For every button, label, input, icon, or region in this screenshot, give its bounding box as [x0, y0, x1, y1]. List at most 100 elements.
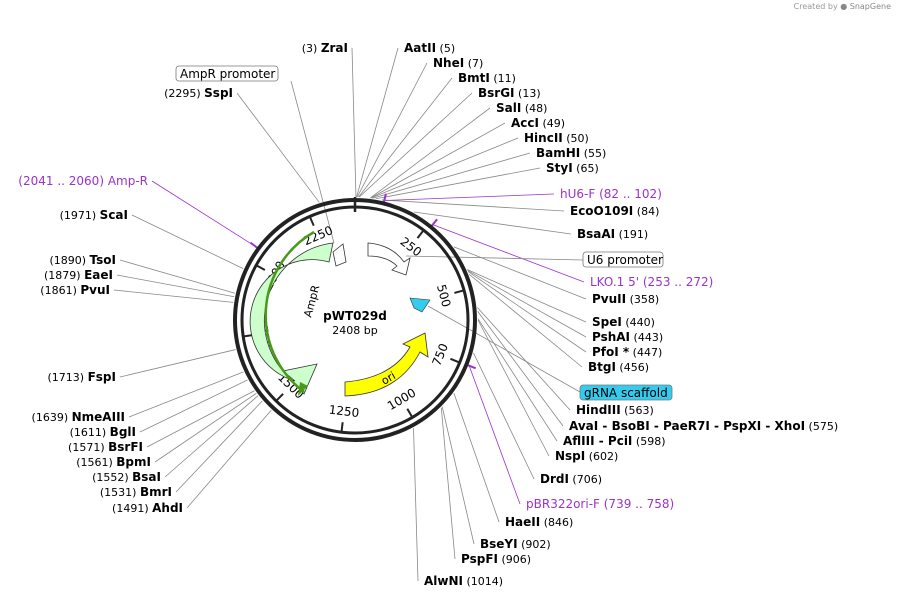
leader-line [473, 352, 535, 480]
ampr-promoter-arrow[interactable] [332, 243, 347, 267]
primer-lko1-5[interactable]: LKO.1 5' (253 .. 272) [590, 275, 713, 289]
enzyme-label-bgli[interactable]: (1611) BglI [70, 425, 136, 439]
leader-line [413, 211, 572, 235]
enzyme-label-bsaai[interactable]: BsaAI (191) [577, 227, 648, 241]
leader-line [381, 199, 565, 212]
enzyme-label-hindiii[interactable]: HindIII (563) [576, 403, 654, 417]
leader-line [468, 365, 521, 505]
ampr-promoter-box[interactable]: AmpR promoter [175, 65, 279, 82]
enzyme-label-ahdi[interactable]: (1491) AhdI [112, 501, 183, 515]
enzyme-label-spei[interactable]: SpeI (440) [592, 315, 655, 329]
leader-line [154, 393, 257, 463]
leader-line [453, 246, 587, 300]
leader-line [370, 122, 506, 199]
tick-mark [255, 264, 266, 271]
plasmid-name: pWT029d [323, 309, 387, 323]
enzyme-label-bsai[interactable]: (1552) BsaI [92, 470, 161, 484]
leader-line [477, 307, 571, 411]
enzyme-label-styi[interactable]: StyI (65) [546, 161, 599, 175]
ampr-green-track [264, 230, 315, 393]
primer-hu6-f[interactable]: hU6-F (82 .. 102) [560, 187, 662, 201]
leader-line [432, 224, 585, 283]
enzyme-label-btgi[interactable]: BtgI (456) [588, 360, 649, 374]
leader-line [128, 371, 244, 418]
ampr-feature-arrow[interactable] [249, 242, 334, 395]
primer-amp-r[interactable]: (2041 .. 2060) Amp-R [18, 174, 148, 188]
enzyme-label-zrai[interactable]: (3) ZraI [302, 41, 348, 55]
tick-mark [308, 216, 315, 227]
leader-line [427, 305, 581, 393]
leader-line [119, 259, 236, 294]
leader-line [468, 273, 583, 368]
svg-text:U6 promoter: U6 promoter [587, 253, 663, 267]
enzyme-label-acci[interactable]: AccI (49) [511, 116, 565, 130]
leader-line [375, 167, 541, 200]
leader-line [151, 180, 257, 248]
enzyme-label-tsoi[interactable]: (1890) TsoI [49, 253, 116, 267]
enzyme-label-bsrfi[interactable]: (1571) BsrFI [68, 440, 143, 454]
leader-line [131, 214, 244, 270]
enzyme-label-sspi[interactable]: (2295) SspI [164, 86, 233, 100]
enzyme-label-aatii[interactable]: AatII (5) [404, 41, 455, 55]
ampr-label: AmpR [301, 283, 322, 318]
enzyme-label-haeii[interactable]: HaeII (846) [505, 515, 573, 529]
enzyme-label-avai[interactable]: AvaI - BsoBI - PaeR7I - PspXI - XhoI (57… [569, 419, 838, 433]
enzyme-label-nmeaiii[interactable]: (1639) NmeAIII [32, 410, 125, 424]
enzyme-label-pspfi[interactable]: PspFI (906) [461, 552, 531, 566]
ori-label: ori [379, 369, 398, 387]
enzyme-label-bpmi[interactable]: (1561) BpmI [76, 455, 151, 469]
primer-pbr322ori-f[interactable]: pBR322ori-F (739 .. 758) [526, 497, 674, 511]
enzyme-label-nspi[interactable]: NspI (602) [555, 449, 618, 463]
enzyme-label-fspi[interactable]: (1713) FspI [48, 370, 116, 384]
leader-line [351, 47, 357, 198]
tick-mark [406, 408, 414, 418]
leader-line [370, 107, 491, 199]
primer-site-marker [430, 218, 438, 227]
enzyme-label-ecoo109i[interactable]: EcoO109I (84) [570, 204, 659, 218]
enzyme-label-eaei[interactable]: (1879) EaeI [44, 268, 113, 282]
tick-label: 500 [434, 283, 454, 309]
tick-mark [340, 422, 344, 433]
u6-promoter-box[interactable]: U6 promoter [582, 251, 664, 268]
leader-line [358, 77, 453, 198]
enzyme-label-hincii[interactable]: HincII (50) [524, 131, 589, 145]
svg-text:gRNA scaffold: gRNA scaffold [584, 386, 668, 400]
leader-line [236, 92, 320, 203]
leader-line [116, 274, 235, 298]
enzyme-label-drdi[interactable]: DrdI (706) [540, 472, 602, 486]
grna-scaffold-box[interactable]: gRNA scaffold [579, 384, 673, 401]
grna-scaffold-arrow[interactable] [409, 297, 431, 313]
leader-line [467, 271, 587, 353]
enzyme-label-bmti[interactable]: BmtI (11) [458, 71, 516, 85]
leader-line [290, 80, 335, 244]
leader-line [372, 152, 531, 199]
leader-line [146, 390, 255, 448]
enzyme-label-pfoi[interactable]: PfoI * (447) [592, 345, 662, 359]
leader-line [356, 62, 428, 198]
leader-line [405, 255, 584, 261]
ori-feature-arrow[interactable] [344, 332, 429, 397]
enzyme-label-bseyi[interactable]: BseYI (902) [480, 537, 551, 551]
u6-promoter-arrow[interactable] [367, 242, 411, 276]
leader-line [175, 400, 263, 493]
enzyme-label-scai[interactable]: (1971) ScaI [60, 208, 128, 222]
enzyme-label-bsrgi[interactable]: BsrGI (13) [478, 86, 541, 100]
enzyme-label-pvui[interactable]: (1861) PvuI [40, 283, 110, 297]
enzyme-label-bamhi[interactable]: BamHI (55) [536, 146, 606, 160]
enzyme-label-alwni[interactable]: AlwNI (1014) [424, 574, 503, 588]
leader-line [370, 137, 519, 199]
snapgene-credit: Created by ● SnapGene [793, 2, 891, 11]
primer-site-marker [382, 193, 387, 203]
enzyme-label-afliii[interactable]: AflIII - PciI (598) [563, 434, 665, 448]
enzyme-label-nhei[interactable]: NheI (7) [433, 56, 483, 70]
enzyme-label-pvuii[interactable]: PvuII (358) [592, 292, 659, 306]
leader-line [413, 428, 419, 582]
leader-line [477, 319, 550, 457]
svg-text:AmpR promoter: AmpR promoter [180, 67, 275, 81]
enzyme-label-pshai[interactable]: PshAI (443) [592, 330, 663, 344]
tick-mark [275, 393, 284, 402]
enzyme-label-sali[interactable]: SalI (48) [496, 101, 547, 115]
enzyme-label-bmri[interactable]: (1531) BmrI [100, 485, 172, 499]
leader-line [164, 395, 259, 478]
